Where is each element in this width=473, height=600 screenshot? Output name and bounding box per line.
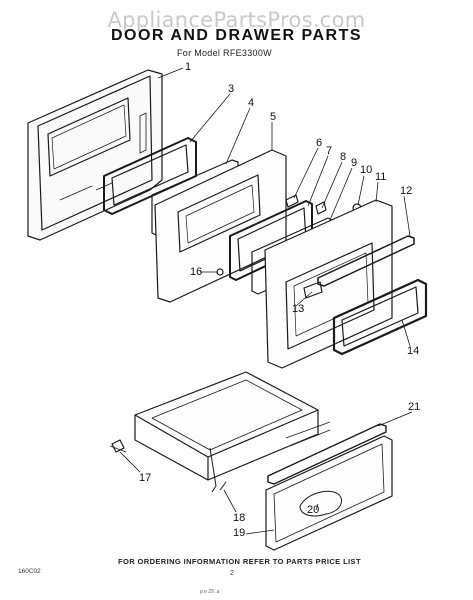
callout-16: 16	[190, 266, 203, 278]
watermark: AppliancePartsPros.com	[107, 8, 366, 32]
part-1-outer-door-panel	[27, 69, 163, 241]
part-18-drawer-body	[134, 371, 331, 493]
part-20-nameplate	[299, 490, 342, 517]
callout-12: 12	[400, 185, 413, 197]
part-14-window-gasket	[332, 278, 428, 356]
tail-marks: p.e 29 .a	[200, 589, 220, 595]
callout-14: 14	[407, 345, 420, 357]
callout-9: 9	[351, 157, 358, 169]
part-8-spacer	[315, 201, 327, 215]
callout-7: 7	[326, 145, 333, 157]
callout-5: 5	[270, 111, 277, 123]
callout-11: 11	[375, 171, 387, 183]
part-6-clip	[285, 194, 299, 208]
callout-1: 1	[185, 61, 192, 73]
ordering-info-footer: FOR ORDERING INFORMATION REFER TO PARTS …	[118, 557, 361, 566]
part-12-handle	[317, 235, 415, 287]
part-13-latch	[303, 281, 323, 299]
page-number: 2	[230, 570, 234, 577]
callout-8: 8	[340, 151, 347, 163]
callout-19: 19	[233, 527, 246, 539]
callout-6: 6	[316, 137, 323, 149]
part-19-drawer-front	[265, 435, 393, 551]
diagram-code: 160C02	[18, 568, 41, 575]
callout-3: 3	[228, 83, 235, 95]
model-number: For Model RFE3300W	[177, 48, 272, 58]
callout-18: 18	[233, 512, 246, 524]
part-17-roller	[109, 439, 127, 453]
callout-21: 21	[408, 401, 421, 413]
callout-10: 10	[360, 164, 373, 176]
callout-4: 4	[248, 97, 255, 109]
part-21-drawer-rail	[267, 423, 387, 485]
callout-20: 20	[307, 504, 320, 516]
diagram-title: DOOR AND DRAWER PARTS	[110, 27, 363, 44]
callout-17: 17	[139, 472, 152, 484]
callout-13: 13	[292, 303, 305, 315]
leader-lines	[119, 67, 413, 535]
